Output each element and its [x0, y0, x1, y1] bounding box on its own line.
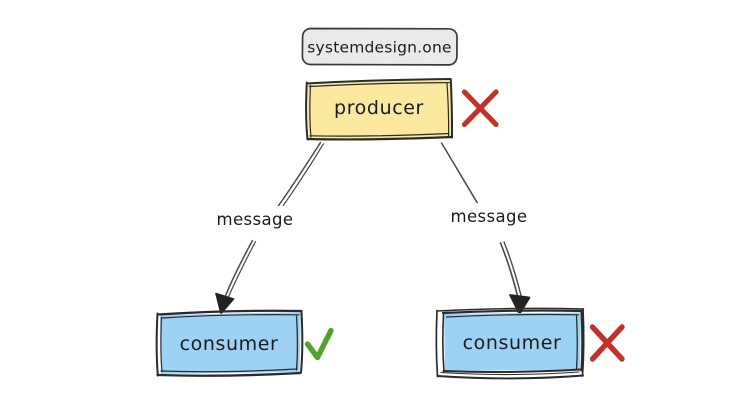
producer-fill [306, 79, 453, 140]
node-consumer-right[interactable]: consumer [435, 307, 585, 380]
producer-edge-bottom-2 [309, 132, 450, 137]
consumer-right-edge-right [580, 310, 584, 372]
consumer-left-label: consumer [180, 333, 279, 355]
watermark-text: systemdesign.one [307, 39, 451, 57]
edge-left-arrowhead [215, 292, 235, 315]
producer-edge-bottom [306, 135, 453, 141]
producer-edge-top [306, 78, 452, 85]
edge-right-line-b [499, 242, 519, 297]
consumer-left-fill [160, 312, 301, 374]
consumer-right-outline2-bottom [436, 374, 584, 380]
edge-left-label: message [217, 210, 294, 229]
producer-edge-top-2 [308, 81, 450, 88]
consumer-left-edge-top-2 [161, 314, 300, 319]
consumer-right-edge-top-2 [445, 313, 580, 318]
edge-right: message [440, 142, 538, 315]
consumer-right-status-cross-icon [589, 324, 625, 362]
consumer-right-outline2-left [435, 309, 439, 378]
consumer-left-edge-top [156, 309, 303, 316]
producer-edge-left-2 [309, 84, 312, 138]
edge-right-label-backdrop [440, 203, 538, 229]
consumer-right-outline2-right [581, 308, 585, 377]
producer-cross-stroke-b [461, 89, 499, 128]
consumer-left-status-check-icon [304, 327, 334, 361]
consumer-left-edge-bottom-2 [160, 368, 298, 373]
consumer-right-outline2-bottom-2 [440, 371, 580, 376]
consumer-right-outline2-top [436, 307, 585, 312]
producer-label: producer [334, 97, 424, 119]
consumer-left-edge-left-2 [160, 316, 163, 373]
node-consumer-left[interactable]: consumer [155, 309, 304, 377]
edge-left-label-backdrop [206, 206, 304, 232]
producer-edge-right [449, 78, 454, 139]
watermark-badge-shape [301, 27, 458, 66]
producer-edge-right-2 [446, 82, 450, 137]
edge-left: message [206, 141, 325, 315]
consumer-right-edge-left [442, 312, 445, 373]
watermark-badge: systemdesign.one [301, 27, 458, 66]
edge-right-line-c [503, 241, 522, 297]
consumer-right-cross-stroke-b [589, 324, 625, 362]
consumer-left-edge-right [300, 310, 304, 374]
consumer-left-edge-left [155, 312, 159, 377]
node-producer[interactable]: producer [305, 78, 454, 141]
edge-right-arrowhead [509, 294, 531, 315]
producer-edge-left [305, 81, 309, 141]
consumer-left-check-stroke [304, 327, 334, 361]
edge-left-line-c [224, 239, 254, 297]
producer-status-cross-icon [461, 89, 499, 128]
consumer-right-fill [444, 312, 581, 371]
consumer-right-edge-top [441, 309, 584, 315]
consumer-left-edge-bottom [156, 371, 302, 377]
consumer-right-label: consumer [463, 332, 562, 354]
edge-left-line-d [227, 240, 257, 298]
consumer-left-edge-right-2 [295, 315, 299, 371]
edge-right-label: message [451, 207, 528, 226]
consumer-right-edge-right-2 [575, 314, 578, 370]
consumer-right-edge-bottom [442, 368, 582, 373]
